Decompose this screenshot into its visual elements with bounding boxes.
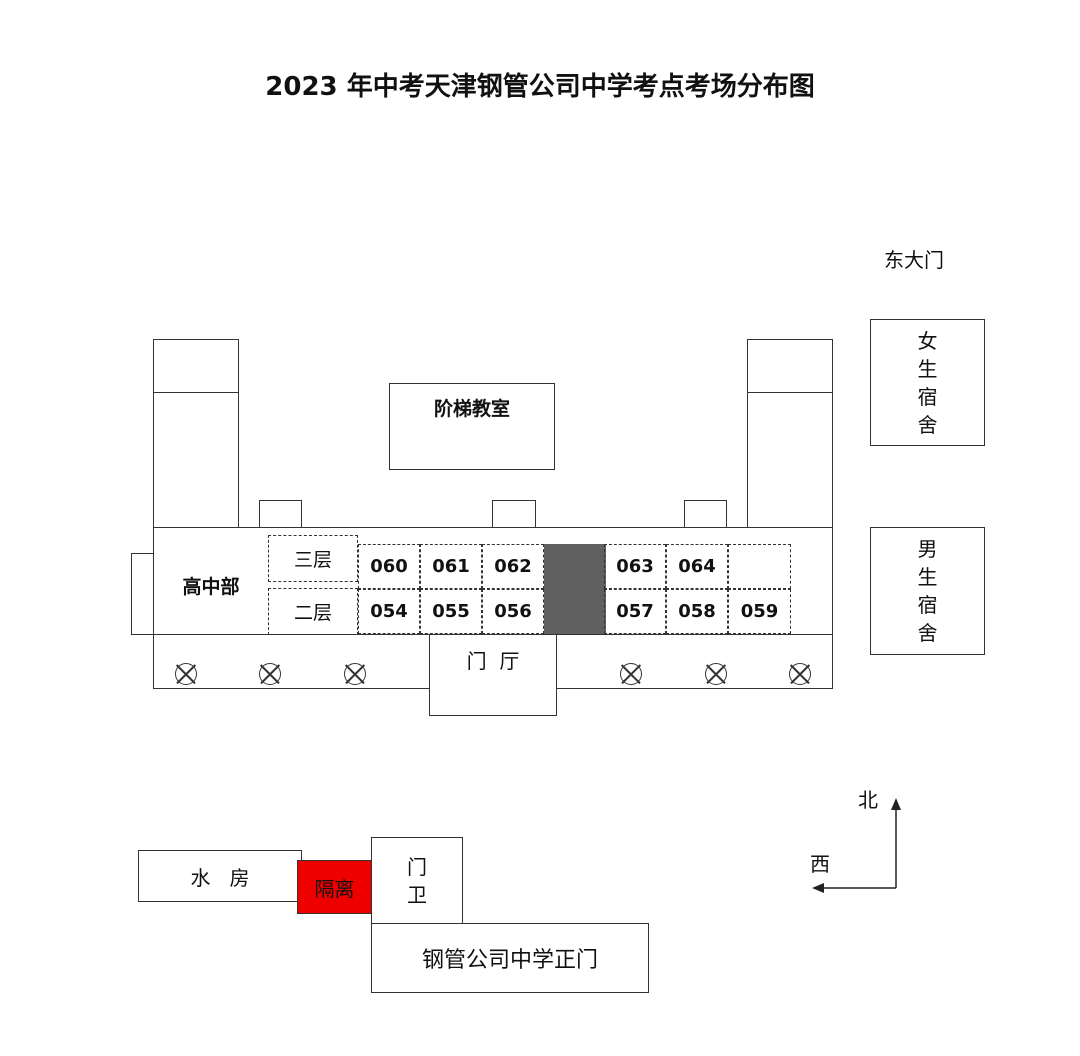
- guard-char: 门: [407, 854, 427, 879]
- light-icon: [789, 663, 811, 685]
- boys-dorm-char: 舍: [917, 621, 938, 645]
- right-wing-top: [747, 339, 833, 394]
- girls-dorm-char: 女: [917, 328, 938, 353]
- exam-room: [728, 544, 791, 589]
- boys-dorm-char: 生: [917, 565, 938, 589]
- stair-box: [259, 500, 302, 529]
- boys-dorm: 男 生 宿 舍: [870, 527, 985, 655]
- page-title: 2023 年中考天津钢管公司中学考点考场分布图: [265, 72, 815, 102]
- girls-dorm-char: 舍: [917, 412, 938, 437]
- exam-room: 061: [420, 544, 482, 589]
- boys-dorm-char: 宿: [917, 593, 938, 617]
- left-wing: [153, 392, 239, 529]
- exam-room: 059: [728, 589, 791, 634]
- exam-room: 058: [666, 589, 728, 634]
- stair-box: [684, 500, 727, 529]
- exam-room: 063: [604, 544, 666, 589]
- main-building: [153, 527, 833, 636]
- lobby: 门 厅: [429, 634, 557, 716]
- exam-room: 055: [420, 589, 482, 634]
- main-gate: 钢管公司中学正门: [371, 923, 649, 993]
- stair-box: [492, 500, 536, 529]
- lecture-hall-label: 阶梯教室: [433, 398, 510, 420]
- east-gate-label: 东大门: [884, 248, 944, 272]
- left-wing-top: [153, 339, 239, 394]
- water-room: 水 房: [138, 850, 302, 902]
- floor3-label: 三层: [268, 535, 358, 582]
- light-icon: [259, 663, 281, 685]
- girls-dorm-char: 宿: [917, 384, 938, 409]
- exam-room: 060: [358, 544, 420, 589]
- exam-room: 064: [666, 544, 728, 589]
- guard-char: 卫: [407, 882, 427, 907]
- compass: [812, 798, 901, 893]
- right-wing: [747, 392, 833, 529]
- boys-dorm-char: 男: [917, 537, 938, 561]
- stairwell-block: [544, 544, 606, 589]
- left-annex: [131, 553, 155, 635]
- exam-room: 062: [482, 544, 544, 589]
- exam-room: 057: [604, 589, 666, 634]
- light-icon: [344, 663, 366, 685]
- high-school-label: 高中部: [182, 576, 240, 598]
- light-icon: [175, 663, 197, 685]
- guard-room: 门 卫: [371, 837, 463, 924]
- exam-room: 056: [482, 589, 544, 634]
- isolation-room: 隔离: [297, 860, 372, 914]
- lecture-hall: 阶梯教室: [389, 383, 555, 470]
- lobby-label: 门 厅: [466, 649, 520, 673]
- stairwell-block: [544, 589, 606, 634]
- light-icon: [620, 663, 642, 685]
- light-icon: [705, 663, 727, 685]
- exam-room: 054: [358, 589, 420, 634]
- girls-dorm: 女 生 宿 舍: [870, 319, 985, 446]
- north-label: 北: [858, 788, 878, 812]
- girls-dorm-char: 生: [917, 356, 938, 381]
- west-label: 西: [810, 852, 830, 876]
- floor2-label: 二层: [268, 588, 358, 635]
